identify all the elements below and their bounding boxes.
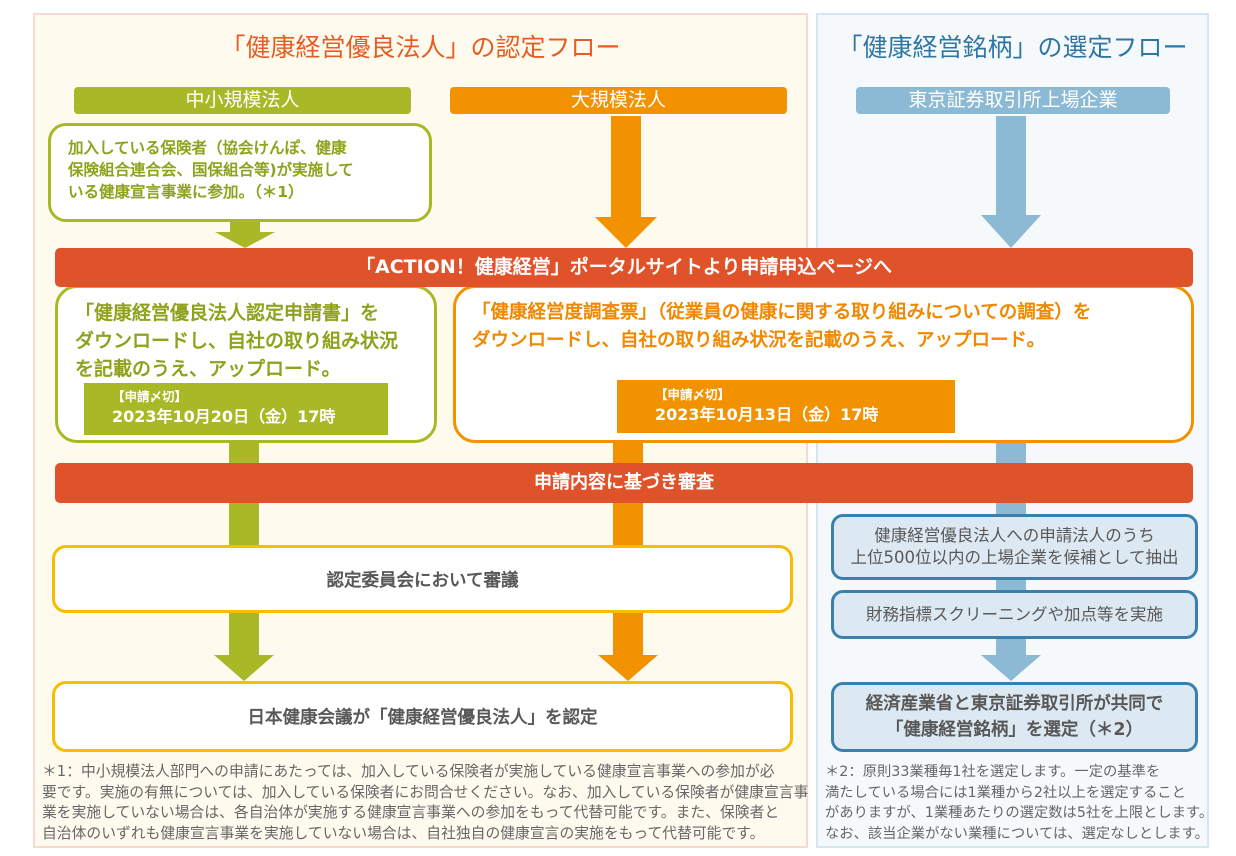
certification-step: 日本健康会議が「健康経営優良法人」を認定 — [52, 681, 793, 752]
sme-deadline-badge: 【申請〆切】 2023年10月20日（金）17時 — [84, 383, 388, 435]
footnote-line: 要です。実施の有無については、加入している保険者にお問合せください。なお、加入し… — [42, 783, 809, 801]
footnote-line: がありますが、1業種あたりの選定数は5社を上限とします。 — [825, 805, 1214, 822]
step-text-line: 保険組合連合会、国保組合等)が実施して — [68, 161, 354, 179]
footnote-line: 自治体のいずれも健康宣言事業を実施していない場合は、自社独自の健康宣言の実施をも… — [42, 825, 765, 843]
deadline-date: 2023年10月20日（金）17時 — [112, 407, 336, 426]
footnote-line: なお、該当企業がない業種については、選定なしとします。 — [825, 826, 1209, 843]
footnote-line: ＊1：中小規模法人部門への申請にあたっては、加入している保険者が実施している健康… — [42, 763, 775, 780]
deadline-date: 2023年10月13日（金）17時 — [655, 405, 879, 424]
sme-health-declaration-step: 加入している保険者（協会けんぽ、健康 保険組合連合会、国保組合等)が実施して い… — [48, 123, 432, 222]
review-banner: 申請内容に基づき審査 — [55, 463, 1193, 503]
step-text-line: 上位500位以内の上場企業を候補として抽出 — [850, 548, 1179, 567]
blue-arrow-down-icon — [981, 116, 1041, 248]
large-application-step: 「健康経営度調査票」（従業員の健康に関する取り組みについての調査）を ダウンロー… — [453, 285, 1194, 443]
portal-banner: 「ACTION！健康経営」ポータルサイトより申請申込ページへ — [55, 248, 1193, 287]
large-enterprise-header: 大規模法人 — [450, 87, 787, 114]
step-text: 認定委員会において審議 — [326, 570, 519, 591]
step-text-line: 経済産業省と東京証券取引所が共同で — [865, 694, 1164, 714]
step-text-line: を記載のうえ、アップロード。 — [75, 358, 341, 380]
candidate-extraction-step: 健康経営優良法人への申請法人のうち 上位500位以内の上場企業を候補として抽出 — [831, 514, 1198, 580]
footnote-line: ＊2：原則33業種毎1社を選定します。一定の基準を — [825, 764, 1161, 780]
step-text-line: 「健康経営度調査票」（従業員の健康に関する取り組みについての調査）を — [472, 302, 1092, 323]
footnote-line: 満たしている場合には1業種から2社以上を選定すること — [825, 784, 1186, 801]
financial-screening-step: 財務指標スクリーニングや加点等を実施 — [831, 590, 1198, 639]
step-text-line: ダウンロードし、自社の取り組み状況 — [75, 330, 399, 352]
step-text: 日本健康会議が「健康経営優良法人」を認定 — [247, 708, 598, 728]
committee-review-step: 認定委員会において審議 — [52, 545, 793, 613]
footnote-2: ＊2：原則33業種毎1社を選定します。一定の基準を 満たしている場合には1業種か… — [825, 762, 1214, 845]
large-deadline-badge: 【申請〆切】 2023年10月13日（金）17時 — [617, 380, 955, 433]
step-text-line: 「健康経営優良法人認定申請書」を — [75, 302, 380, 324]
orange-arrow-down-icon — [595, 116, 657, 248]
green-arrow-down-icon — [215, 220, 275, 248]
step-text-line: いる健康宣言事業に参加。（＊1） — [68, 183, 304, 201]
deadline-label: 【申請〆切】 — [655, 387, 731, 402]
brand-selection-step: 経済産業省と東京証券取引所が共同で 「健康経営銘柄」を選定（＊2） — [831, 682, 1198, 752]
step-text-line: 「健康経営銘柄」を選定（＊2） — [885, 720, 1144, 740]
certification-flow-title: 「健康経営優良法人」の認定フロー — [220, 33, 621, 62]
step-text-line: 健康経営優良法人への申請法人のうち — [874, 526, 1155, 545]
sme-header: 中小規模法人 — [74, 87, 411, 114]
step-text-line: ダウンロードし、自社の取り組み状況を記載のうえ、アップロード。 — [472, 330, 1046, 351]
tse-listed-header: 東京証券取引所上場企業 — [856, 87, 1170, 114]
step-text-line: 財務指標スクリーニングや加点等を実施 — [866, 604, 1163, 624]
step-text-line: 加入している保険者（協会けんぽ、健康 — [68, 139, 347, 157]
footnote-1: ＊1：中小規模法人部門への申請にあたっては、加入している保険者が実施している健康… — [42, 762, 809, 845]
selection-flow-title: 「健康経営銘柄」の選定フロー — [837, 33, 1188, 62]
footnote-line: 業を実施していない場合は、各自治体が実施する健康宣言事業への参加をもって代替可能… — [42, 804, 780, 822]
deadline-label: 【申請〆切】 — [112, 389, 188, 404]
